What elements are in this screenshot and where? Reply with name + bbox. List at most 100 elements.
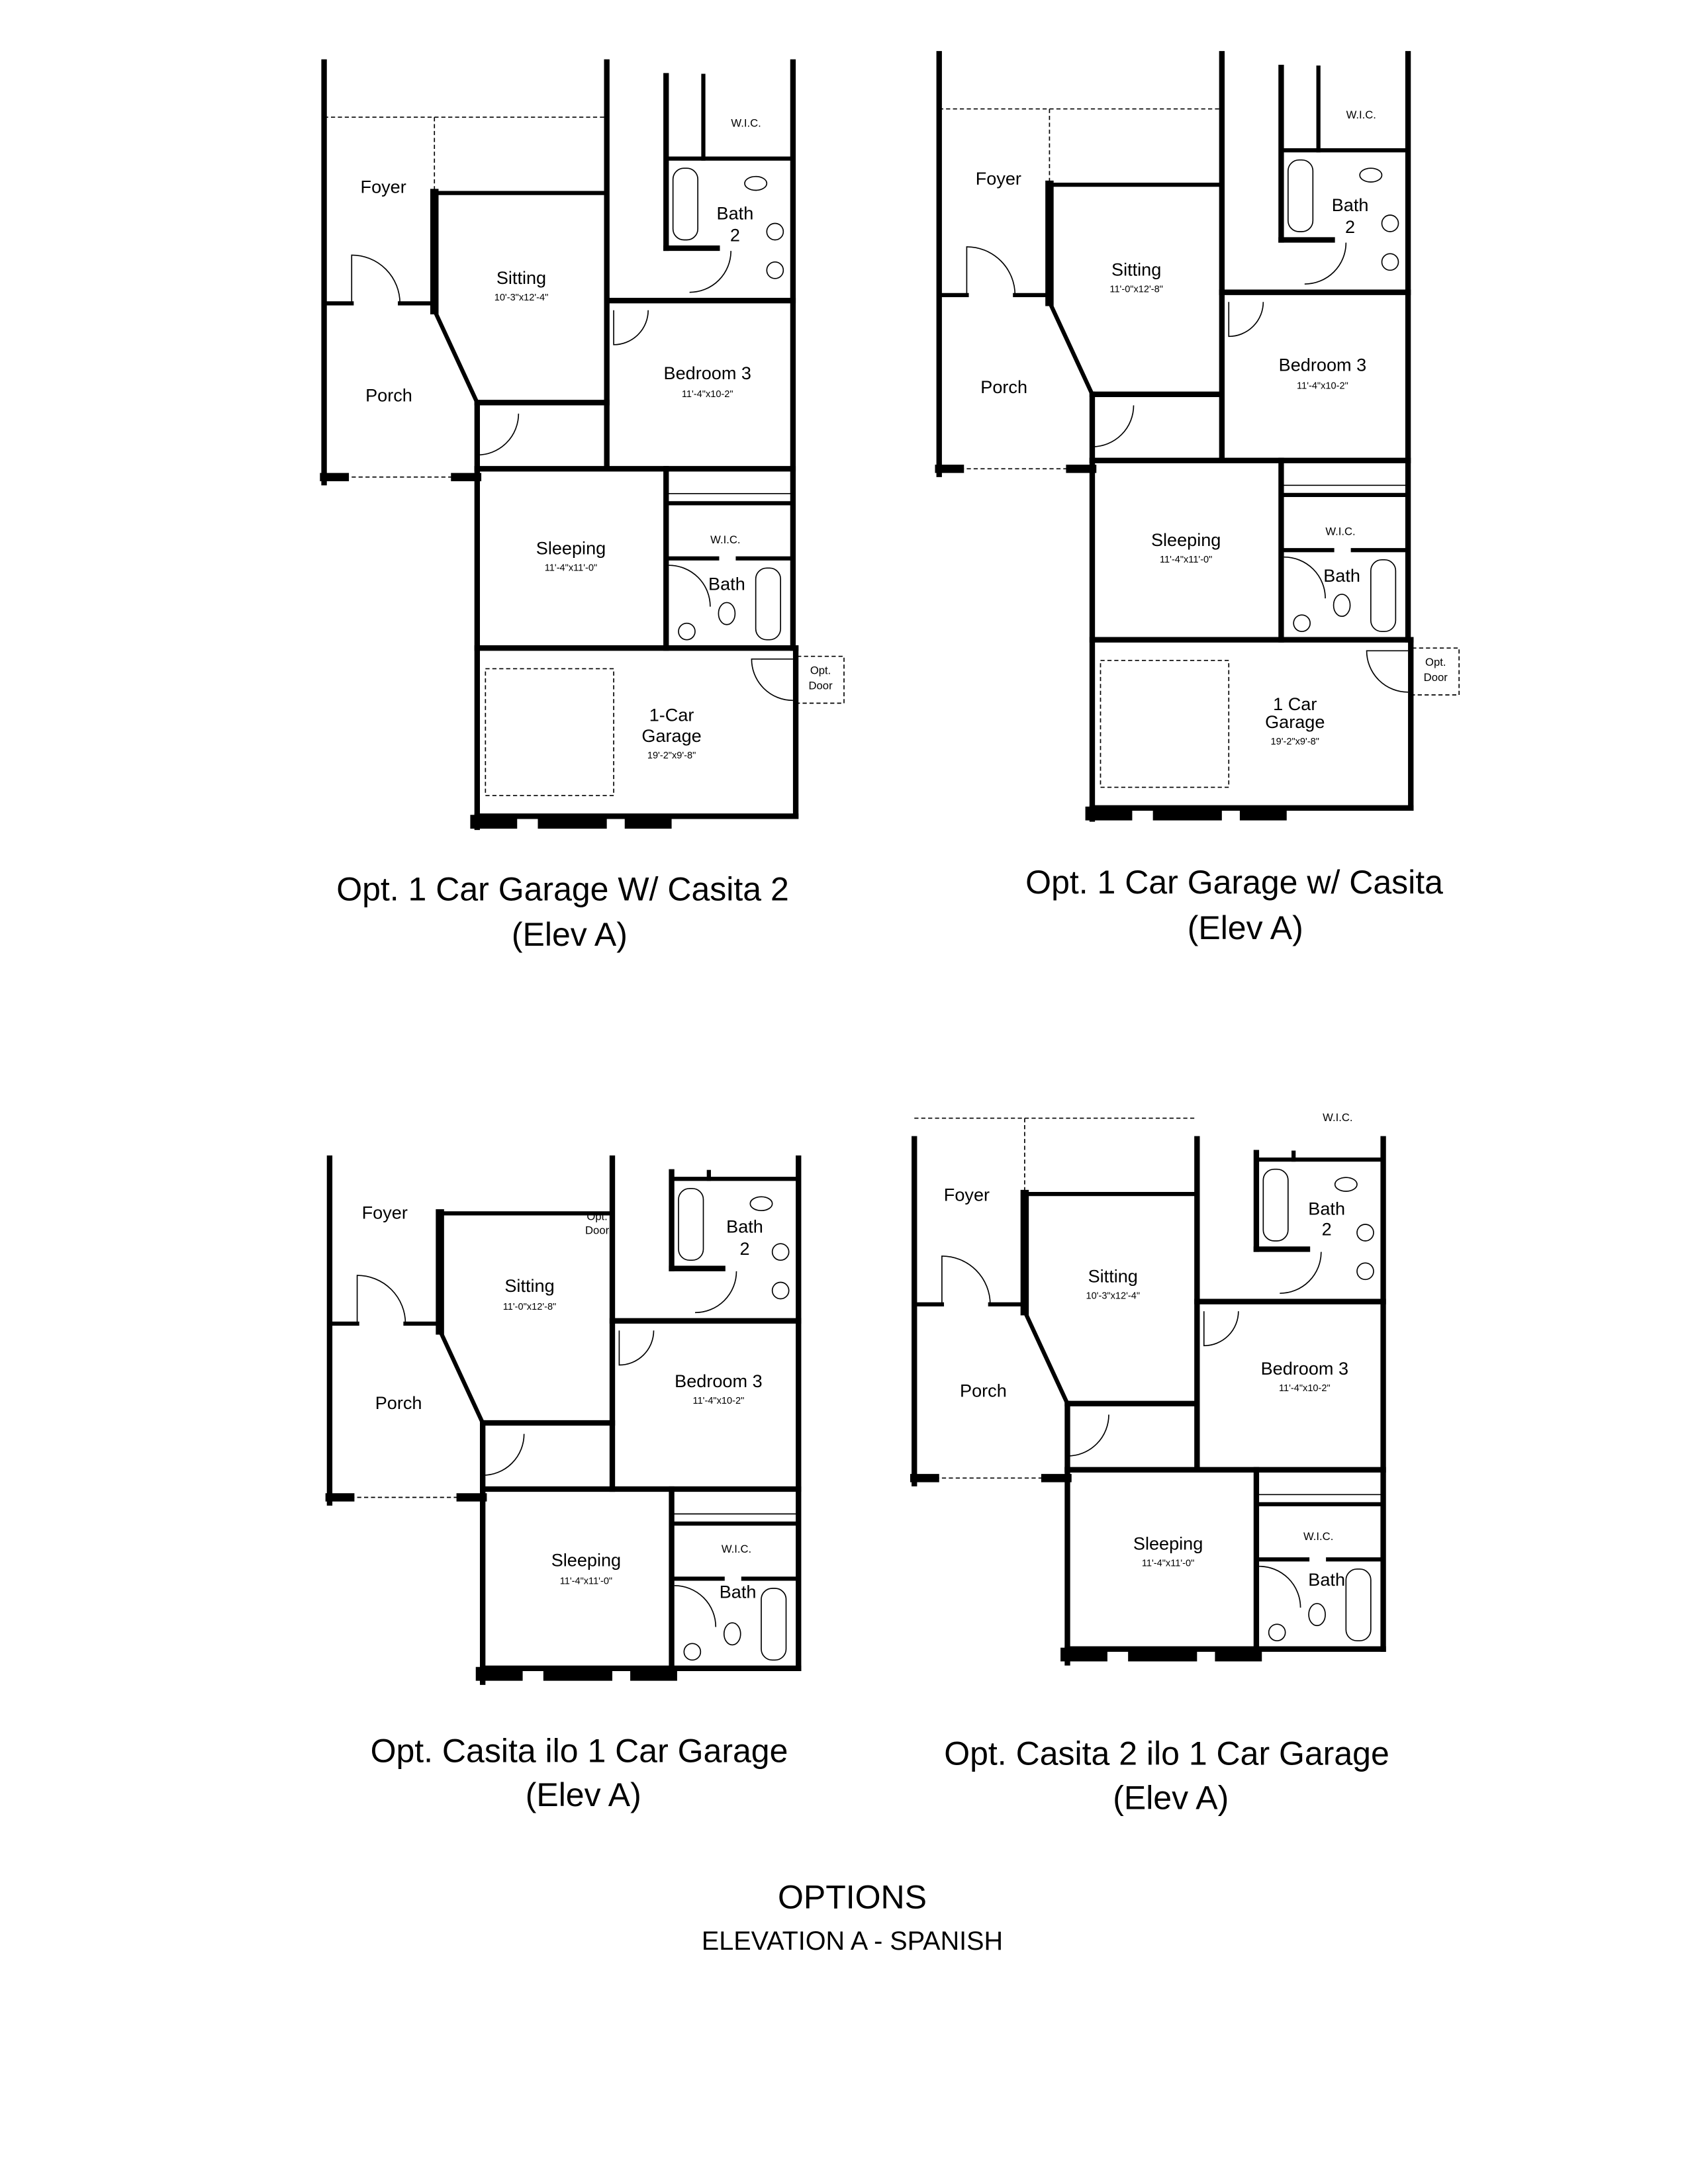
room-label-garage-line1: 1 Car (1273, 694, 1317, 714)
toilet-icon (1333, 594, 1351, 617)
plan-elevation-4: (Elev A) (1113, 1779, 1229, 1816)
bathtub-icon (755, 567, 781, 641)
sink-icon (1293, 614, 1311, 633)
room-dim-bedroom-3: 11'-4"x10-2" (693, 1396, 745, 1406)
room-dim-garage: 19'-2"x9'-8" (647, 751, 696, 761)
room-label-garage-line1: 1-Car (649, 705, 694, 725)
opt-door-label-line2: Door (585, 1224, 610, 1237)
bathtub-icon (1370, 559, 1397, 633)
door-swing-icon (1228, 302, 1264, 338)
door-swing-icon (1366, 650, 1409, 693)
bathtub-icon (761, 1588, 787, 1661)
opt-door-label-line2: Door (809, 680, 833, 692)
plan-title-2: Opt. 1 Car Garage w/ Casita (1025, 864, 1443, 901)
room-label-porch: Porch (960, 1380, 1007, 1400)
room-label-wic: W.I.C. (722, 1543, 751, 1555)
room-dim-sleeping: 11'-4"x11'-0" (560, 1576, 612, 1587)
door-swing-icon (356, 1275, 406, 1324)
door-swing-icon (941, 1255, 991, 1304)
room-label-sitting: Sitting (504, 1275, 554, 1296)
room-label-bath-2-number: 2 (1322, 1219, 1332, 1240)
bathtub-icon (1345, 1569, 1372, 1641)
toilet-icon (1359, 167, 1383, 183)
door-swing-icon (1092, 405, 1135, 447)
room-label-bath-2: Bath (717, 203, 754, 223)
opt-door-label-line1: Opt. (810, 664, 831, 677)
door-swing-icon (694, 1271, 737, 1314)
wall (437, 1328, 486, 1426)
room-label-sitting: Sitting (1111, 259, 1161, 280)
room-label-bath: Bath (708, 574, 745, 594)
room-label-bath-2-number: 2 (730, 225, 740, 246)
room-label-bedroom-3: Bedroom 3 (1261, 1358, 1348, 1379)
room-label-sleeping: Sleeping (1133, 1533, 1203, 1554)
wall (432, 307, 480, 406)
floor-plan-casita-2-ilo-garage: Foyer Sitting 10'-3"x12'-4" Porch Bedroo… (910, 1111, 1386, 1666)
room-dim-sitting: 11'-0"x12'-8" (1109, 285, 1162, 295)
room-label-bath-2: Bath (726, 1216, 763, 1237)
sink-icon (683, 1643, 702, 1661)
toilet-icon (1334, 1177, 1358, 1192)
room-label-bath-2: Bath (1308, 1198, 1345, 1218)
room-label-wic: W.I.C. (1303, 1530, 1333, 1543)
opt-door-label-line2: Door (1424, 671, 1448, 684)
plan-title-4: Opt. Casita 2 ilo 1 Car Garage (944, 1735, 1389, 1772)
room-label-bath: Bath (1308, 1569, 1345, 1590)
room-label-wic: W.I.C. (710, 533, 740, 546)
room-label-bedroom-3: Bedroom 3 (1279, 354, 1366, 375)
sheet-title: OPTIONS (778, 1878, 927, 1915)
room-label-bedroom-3: Bedroom 3 (664, 363, 751, 383)
door-swing-icon (613, 310, 649, 345)
opt-door-label-line1: Opt. (586, 1210, 607, 1223)
room-dim-sleeping: 11'-4"x11'-0" (545, 563, 597, 574)
room-dim-sitting: 11'-0"x12'-8" (503, 1302, 556, 1312)
room-label-foyer: Foyer (976, 168, 1021, 189)
room-label-wic-top: W.I.C. (1323, 1111, 1352, 1124)
room-dim-garage: 19'-2"x9'-8" (1271, 737, 1319, 747)
door-swing-icon (1284, 556, 1326, 599)
room-label-porch: Porch (365, 385, 412, 405)
sink-icon (1268, 1623, 1286, 1642)
floor-plan-casita-ilo-garage: Foyer Sitting 11'-0"x12'-8" Porch Bedroo… (325, 1155, 802, 1685)
room-label-wic-top: W.I.C. (1346, 109, 1376, 121)
room-label-bath: Bath (1323, 565, 1360, 586)
room-label-sleeping: Sleeping (551, 1550, 621, 1570)
sink-icon (766, 261, 784, 279)
toilet-icon (718, 602, 736, 625)
toilet-icon (744, 175, 768, 191)
room-label-wic-top: W.I.C. (731, 117, 761, 130)
room-label-porch: Porch (375, 1392, 422, 1413)
door-swing-icon (751, 659, 793, 702)
room-label-foyer: Foyer (361, 177, 406, 197)
room-label-sitting: Sitting (496, 267, 546, 288)
sink-icon (1356, 1262, 1374, 1281)
room-label-sleeping: Sleeping (536, 538, 606, 559)
sink-icon (771, 1281, 790, 1300)
sink-icon (678, 622, 696, 641)
sink-icon (1381, 214, 1399, 232)
door-swing-icon (482, 1433, 525, 1477)
room-label-foyer: Foyer (944, 1185, 990, 1205)
opt-door-outline (1411, 647, 1460, 696)
garage-parking-outline (1100, 660, 1230, 788)
door-swing-icon (669, 565, 711, 607)
bathtub-icon (1288, 159, 1314, 232)
door-swing-icon (618, 1330, 655, 1366)
door-swing-icon (1280, 1251, 1322, 1294)
door-swing-icon (966, 246, 1016, 295)
door-swing-icon (1066, 1414, 1109, 1457)
room-label-wic: W.I.C. (1325, 525, 1355, 537)
sink-icon (1356, 1224, 1374, 1242)
room-label-bath-2-number: 2 (739, 1238, 749, 1259)
sink-icon (1381, 253, 1399, 271)
room-label-bath: Bath (720, 1582, 757, 1602)
wall (1021, 1308, 1070, 1406)
room-dim-sleeping: 11'-4"x11'-0" (1160, 555, 1212, 565)
plan-elevation-1: (Elev A) (512, 916, 628, 953)
bathtub-icon (678, 1188, 704, 1261)
door-swing-icon (1259, 1565, 1301, 1608)
sink-icon (771, 1243, 790, 1261)
room-dim-sleeping: 11'-4"x11'-0" (1142, 1559, 1194, 1569)
plan-elevation-2: (Elev A) (1188, 909, 1303, 946)
room-label-foyer: Foyer (362, 1203, 408, 1223)
